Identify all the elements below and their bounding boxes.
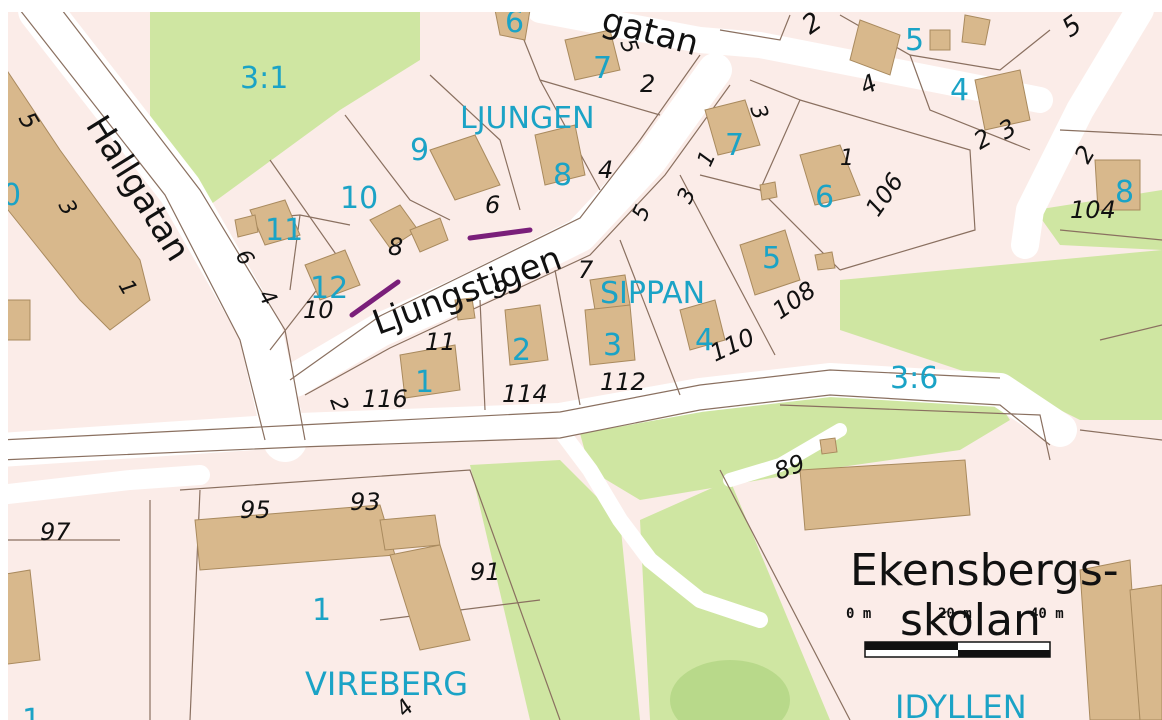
parcel-4-top: 4 [950,73,969,108]
parcel-0: 0 [2,178,21,213]
addr: 104 [1070,196,1116,224]
parcel-3-1: 3:1 [240,61,288,96]
addr: 1 [22,703,41,720]
parcel-8b: 8 [1115,175,1134,210]
parcel-8: 8 [553,158,572,193]
addr: 112 [600,368,646,396]
parcel-5-top: 5 [905,23,924,58]
scale-label-0: 0 m [846,606,871,622]
parcel-7-top: 7 [593,51,612,86]
parcel-numbers: 3:1 3:6 6 7 5 4 9 10 11 12 8 7 6 5 8 2 3… [2,5,1134,628]
scale-label-20: 20 m [938,606,972,622]
parcel-1b: 1 [312,593,331,628]
parcel-5c: 5 [762,241,781,276]
roads [0,0,1154,628]
parcel-lines [0,9,1162,720]
parcel-10: 10 [340,181,378,216]
addr: 11 [425,328,456,356]
addr: 8 [388,233,403,261]
scale-bar-seg1 [865,642,958,650]
parcel-4b: 4 [695,323,714,358]
parcel-1: 1 [415,365,434,400]
place-name-line2: skolan [900,595,1041,646]
place-name-line1: Ekensbergs- [850,545,1119,596]
parcel-7b: 7 [725,128,744,163]
addr: 1 [840,146,854,171]
scale-bar-seg2 [958,650,1050,657]
parcel-6b: 6 [815,180,834,215]
scale-label-40: 40 m [1030,606,1064,622]
addr: 93 [350,488,381,516]
parcel-12: 12 [310,271,348,306]
parcel-3-6: 3:6 [890,361,938,396]
parcel-3: 3 [603,328,622,363]
parcel-11: 11 [265,213,303,248]
block-name-ljungen: LJUNGEN [460,101,595,136]
addr: 114 [502,380,548,408]
addr: 91 [470,558,501,586]
addr: 4 [598,156,613,184]
scale-bar: 0 m 20 m 40 m [846,606,1064,658]
addr: 7 [578,256,594,284]
addr: 2 [640,70,655,98]
highlight-segments [349,227,533,318]
addr: 97 [40,518,71,546]
tree-area [670,660,790,720]
block-name-vireberg: VIREBERG [305,665,468,703]
parcel-6-top: 6 [505,5,524,40]
addr: 95 [240,496,271,524]
buildings [0,9,1162,720]
addr: 10 [303,296,334,324]
addr: 116 [362,385,408,413]
addr: 6 [485,191,500,219]
addr: 9 [493,276,508,304]
block-name-sippan: SIPPAN [600,276,705,311]
block-name-idyllen: IDYLLEN [895,688,1027,720]
parcel-9: 9 [410,133,429,168]
parcel-2: 2 [512,333,531,368]
